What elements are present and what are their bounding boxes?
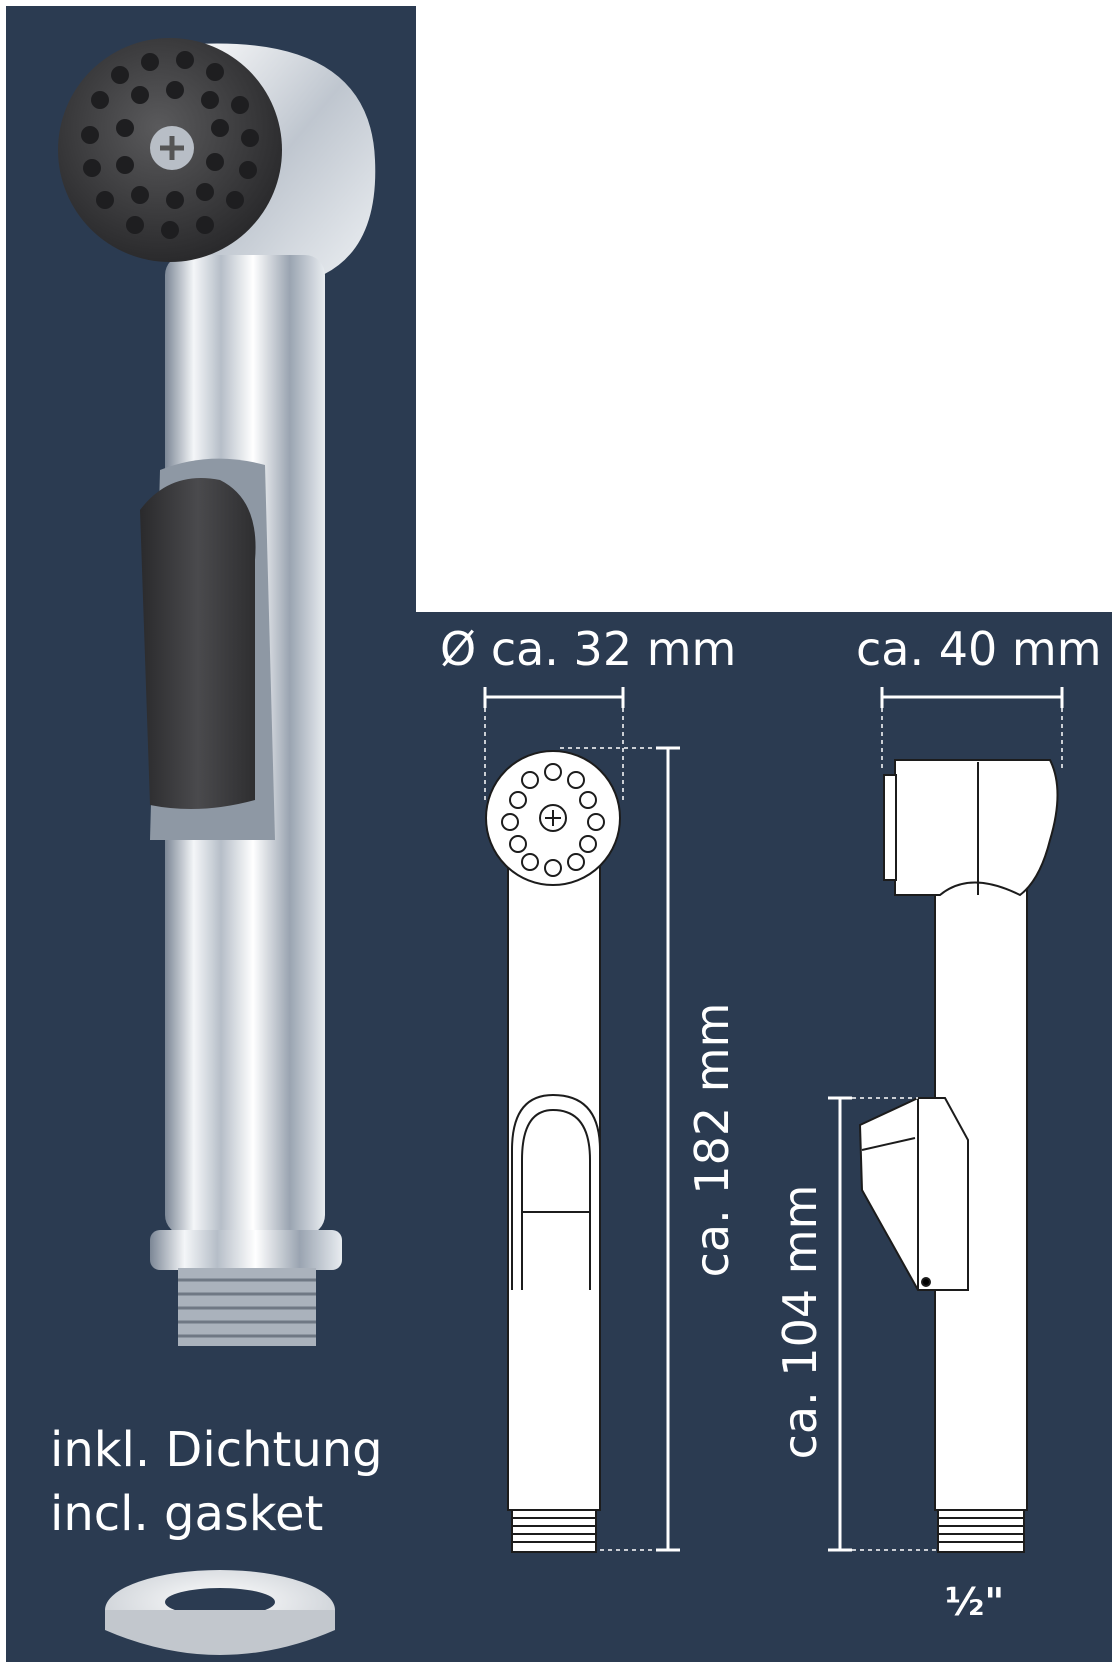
gasket-ring-icon xyxy=(105,1570,335,1655)
width-label: ca. 40 mm xyxy=(856,622,1102,676)
side-view-drawing xyxy=(828,687,1064,1553)
diameter-label: Ø ca. 32 mm xyxy=(440,622,737,676)
gasket-note-en: incl. gasket xyxy=(50,1486,324,1542)
length-label: ca. 182 mm xyxy=(685,1002,739,1278)
height-label: ca. 104 mm xyxy=(773,1184,827,1460)
thread-size-label: ½" xyxy=(945,1580,1005,1624)
front-view-drawing xyxy=(483,687,680,1553)
gasket-note-de: inkl. Dichtung xyxy=(50,1422,383,1478)
hand-shower-photo xyxy=(58,38,376,1346)
gasket-note: inkl. Dichtung incl. gasket xyxy=(50,1418,383,1546)
